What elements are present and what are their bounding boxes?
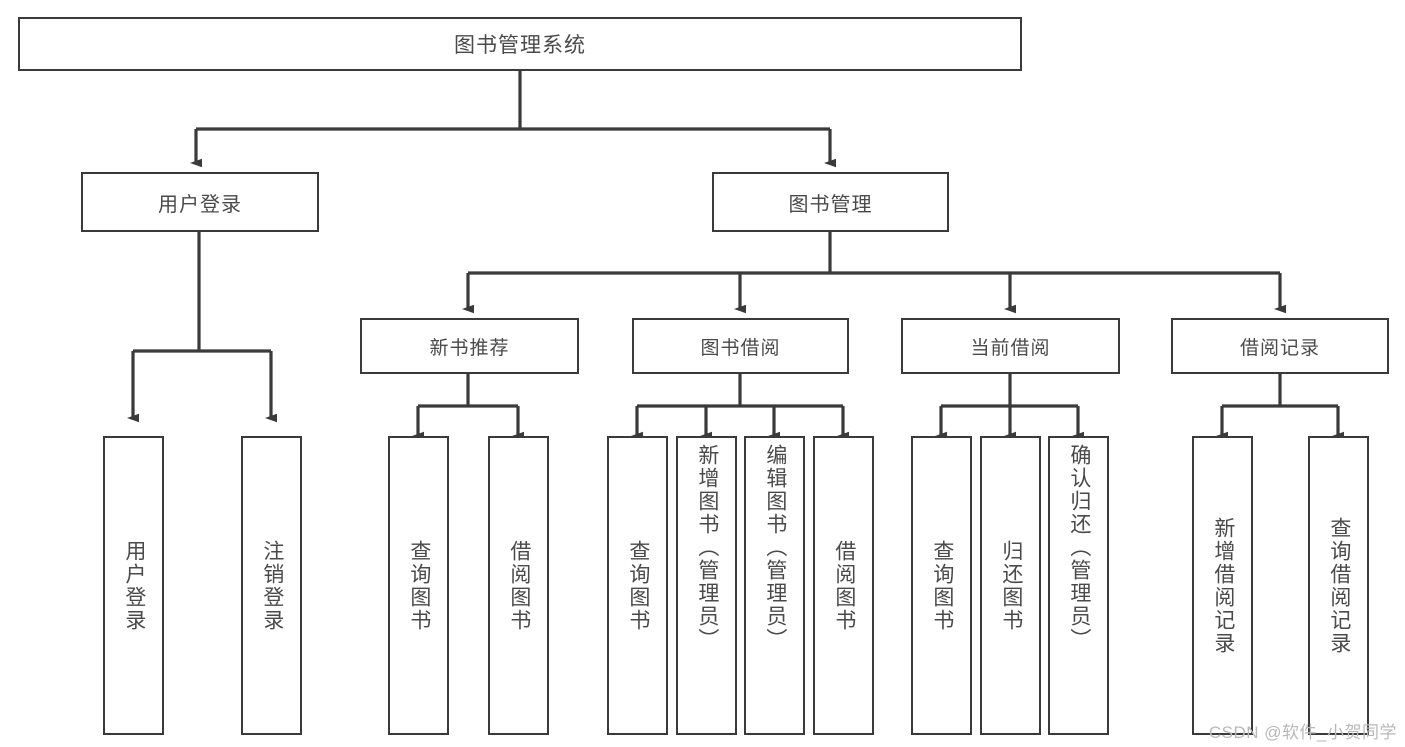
node-new-book-recommend-label: 新书推荐 [429,337,510,359]
leaf-add-borrow-record-inner: 新增借阅记录 [1194,438,1251,733]
leaf-query-book-borrow-inner: 查询图书 [609,438,666,733]
leaf-borrow-book-label: 借阅图书 [832,539,856,632]
leaf-query-book-newbook[interactable]: 查询图书 [388,436,449,735]
leaf-confirm-return-admin-label: 确认归还（管理员） [1067,444,1091,651]
leaf-add-borrow-record[interactable]: 新增借阅记录 [1192,436,1253,735]
leaf-confirm-return-admin[interactable]: 确认归还（管理员） [1048,436,1109,735]
node-user-login[interactable]: 用户登录 [81,172,319,232]
node-borrow-record[interactable]: 借阅记录 [1171,318,1389,374]
leaf-add-book-admin[interactable]: 新增图书（管理员） [676,436,737,735]
node-new-book-recommend[interactable]: 新书推荐 [360,318,579,374]
leaf-return-book[interactable]: 归还图书 [980,436,1041,735]
node-borrow-record-label: 借阅记录 [1239,337,1320,359]
leaf-borrow-book-newbook[interactable]: 借阅图书 [488,436,549,735]
node-current-borrow[interactable]: 当前借阅 [901,318,1120,374]
leaf-edit-book-admin-inner: 编辑图书（管理员） [746,438,803,733]
leaf-add-book-admin-label: 新增图书（管理员） [695,444,719,651]
node-user-login-label: 用户登录 [158,193,242,216]
leaf-edit-book-admin[interactable]: 编辑图书（管理员） [744,436,805,735]
leaf-return-book-inner: 归还图书 [982,438,1039,733]
watermark: CSDN @软件_小贺同学 [1208,723,1397,742]
leaf-user-login-inner: 用户登录 [105,438,162,733]
leaf-user-login[interactable]: 用户登录 [103,436,164,735]
leaf-query-book-newbook-inner: 查询图书 [390,438,447,733]
node-book-borrow[interactable]: 图书借阅 [632,318,849,374]
leaf-borrow-book-newbook-inner: 借阅图书 [490,438,547,733]
leaf-add-book-admin-inner: 新增图书（管理员） [678,438,735,733]
leaf-query-borrow-record[interactable]: 查询借阅记录 [1308,436,1369,735]
leaf-query-borrow-record-label: 查询借阅记录 [1327,516,1351,655]
leaf-query-book-borrow[interactable]: 查询图书 [607,436,668,735]
node-root[interactable]: 图书管理系统 [18,17,1022,71]
leaf-user-login-label: 用户登录 [122,539,146,632]
leaf-borrow-book[interactable]: 借阅图书 [813,436,874,735]
leaf-logout[interactable]: 注销登录 [241,436,302,735]
node-root-label: 图书管理系统 [454,34,586,57]
leaf-query-book-newbook-label: 查询图书 [407,539,431,632]
leaf-query-book-current-label: 查询图书 [930,539,954,632]
node-book-manage[interactable]: 图书管理 [712,172,949,232]
leaf-borrow-book-newbook-label: 借阅图书 [507,539,531,632]
leaf-query-book-current[interactable]: 查询图书 [911,436,972,735]
leaf-logout-inner: 注销登录 [243,438,300,733]
leaf-return-book-label: 归还图书 [999,539,1023,632]
leaf-borrow-book-inner: 借阅图书 [815,438,872,733]
leaf-confirm-return-admin-inner: 确认归还（管理员） [1050,438,1107,733]
leaf-query-borrow-record-inner: 查询借阅记录 [1310,438,1367,733]
node-current-borrow-label: 当前借阅 [970,337,1051,359]
leaf-query-book-current-inner: 查询图书 [913,438,970,733]
leaf-logout-label: 注销登录 [260,539,284,632]
leaf-add-borrow-record-label: 新增借阅记录 [1211,516,1235,655]
node-book-manage-label: 图书管理 [788,193,873,216]
node-book-borrow-label: 图书借阅 [700,337,781,359]
leaf-query-book-borrow-label: 查询图书 [626,539,650,632]
leaf-edit-book-admin-label: 编辑图书（管理员） [763,444,787,651]
